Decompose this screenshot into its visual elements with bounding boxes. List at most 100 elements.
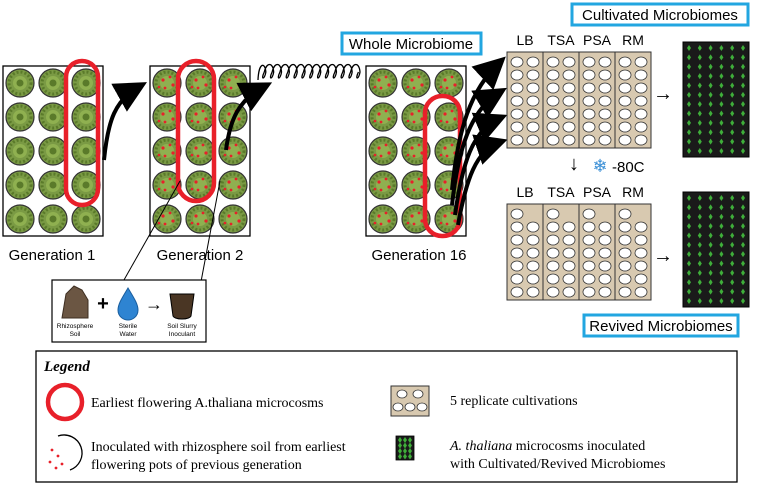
colony-well xyxy=(582,82,596,94)
legend-inoculated-line1: Inoculated with rhizosphere soil from ea… xyxy=(91,440,346,455)
colony-well xyxy=(582,208,596,220)
legend-microcosm-rest: microcosms inoculated xyxy=(512,439,645,454)
colony-well xyxy=(526,260,540,272)
colony-well xyxy=(582,286,596,298)
colony-well xyxy=(562,134,576,146)
colony-well xyxy=(546,134,560,146)
colony-well xyxy=(582,221,596,233)
legend-red-ring-label: Earliest flowering A.thaliana microcosms xyxy=(91,396,324,411)
pot xyxy=(37,203,69,235)
pot xyxy=(400,67,432,99)
colony-well xyxy=(598,108,612,120)
whole-microbiome-box xyxy=(340,31,483,56)
generation-1-tray xyxy=(2,58,104,237)
pot xyxy=(367,203,399,235)
legend: Legend Earliest flowering A.thaliana mic… xyxy=(35,350,738,483)
generation-2-label: Generation 2 xyxy=(157,247,244,264)
colony-well xyxy=(526,273,540,285)
microcosm-tray-revived xyxy=(682,191,750,308)
colony-well xyxy=(546,121,560,133)
colony-well xyxy=(526,221,540,233)
colony-well xyxy=(526,247,540,259)
slurry-cup-icon xyxy=(169,293,195,320)
colony-well xyxy=(618,121,632,133)
media-label: LB xyxy=(516,184,533,200)
pot xyxy=(217,169,249,201)
colony-well xyxy=(526,134,540,146)
whole-microbiome-label: Whole Microbiome xyxy=(349,36,473,53)
soil-label-2: Soil xyxy=(70,331,81,338)
colony-well xyxy=(526,108,540,120)
colony-well xyxy=(598,247,612,259)
colony-well xyxy=(598,234,612,246)
colony-well xyxy=(510,108,524,120)
colony-well xyxy=(582,56,596,68)
slurry-label-1: Soil Slurry xyxy=(167,323,197,330)
colony-well xyxy=(546,95,560,107)
colony-well xyxy=(526,56,540,68)
colony-well xyxy=(546,273,560,285)
colony-well xyxy=(562,247,576,259)
colony-well xyxy=(546,234,560,246)
colony-well xyxy=(598,56,612,68)
colony-well xyxy=(562,82,576,94)
legend-microcosm-line1: A. thaliana microcosms inoculated xyxy=(449,439,645,454)
colony-well xyxy=(618,82,632,94)
media-label: RM xyxy=(622,32,644,48)
pot xyxy=(217,67,249,99)
colony-well xyxy=(634,95,648,107)
colony-well xyxy=(582,273,596,285)
colony-well xyxy=(510,121,524,133)
colony-well xyxy=(546,260,560,272)
colony-well xyxy=(526,82,540,94)
plus-sign: + xyxy=(97,293,109,315)
colony-well xyxy=(526,286,540,298)
legend-microcosm-line2: with Cultivated/Revived Microbiomes xyxy=(450,457,665,472)
colony-well xyxy=(546,82,560,94)
pot xyxy=(367,101,399,133)
pot xyxy=(367,135,399,167)
colony-well xyxy=(634,273,648,285)
media-label: RM xyxy=(622,184,644,200)
colony-well xyxy=(546,108,560,120)
freeze-down-arrow: ↓ xyxy=(569,153,579,175)
slurry-label-2: Inoculant xyxy=(169,331,196,338)
pot xyxy=(151,203,183,235)
inoculated-pot-icon xyxy=(48,434,83,471)
colony-well xyxy=(598,134,612,146)
snowflake-icon: ❄ xyxy=(592,156,607,176)
colony-well xyxy=(546,208,560,220)
water-label-2: Water xyxy=(119,331,137,338)
soil-label-1: Rhizosphere xyxy=(57,323,94,330)
replicate-plate-icon xyxy=(390,385,430,417)
colony-well xyxy=(510,221,524,233)
pot xyxy=(184,203,216,235)
colony-well xyxy=(546,286,560,298)
red-ring-icon xyxy=(45,382,85,422)
pot xyxy=(217,135,249,167)
pot xyxy=(70,203,102,235)
colony-well xyxy=(618,221,632,233)
colony-well xyxy=(634,234,648,246)
colony-well xyxy=(510,95,524,107)
colony-well xyxy=(562,234,576,246)
pot xyxy=(4,67,36,99)
generation-16-tray xyxy=(365,65,467,239)
colony-well xyxy=(510,247,524,259)
arrow-icon: → xyxy=(145,294,163,314)
colony-well xyxy=(546,247,560,259)
colony-well xyxy=(546,69,560,81)
colony-well xyxy=(634,69,648,81)
colony-well xyxy=(618,260,632,272)
colony-well xyxy=(562,121,576,133)
pot xyxy=(37,135,69,167)
colony-well xyxy=(510,286,524,298)
colony-well xyxy=(598,286,612,298)
media-label: PSA xyxy=(583,184,612,200)
water-label-1: Sterile xyxy=(119,323,138,330)
colony-well xyxy=(546,56,560,68)
colony-well xyxy=(510,273,524,285)
media-label: LB xyxy=(516,32,533,48)
pot xyxy=(184,135,216,167)
